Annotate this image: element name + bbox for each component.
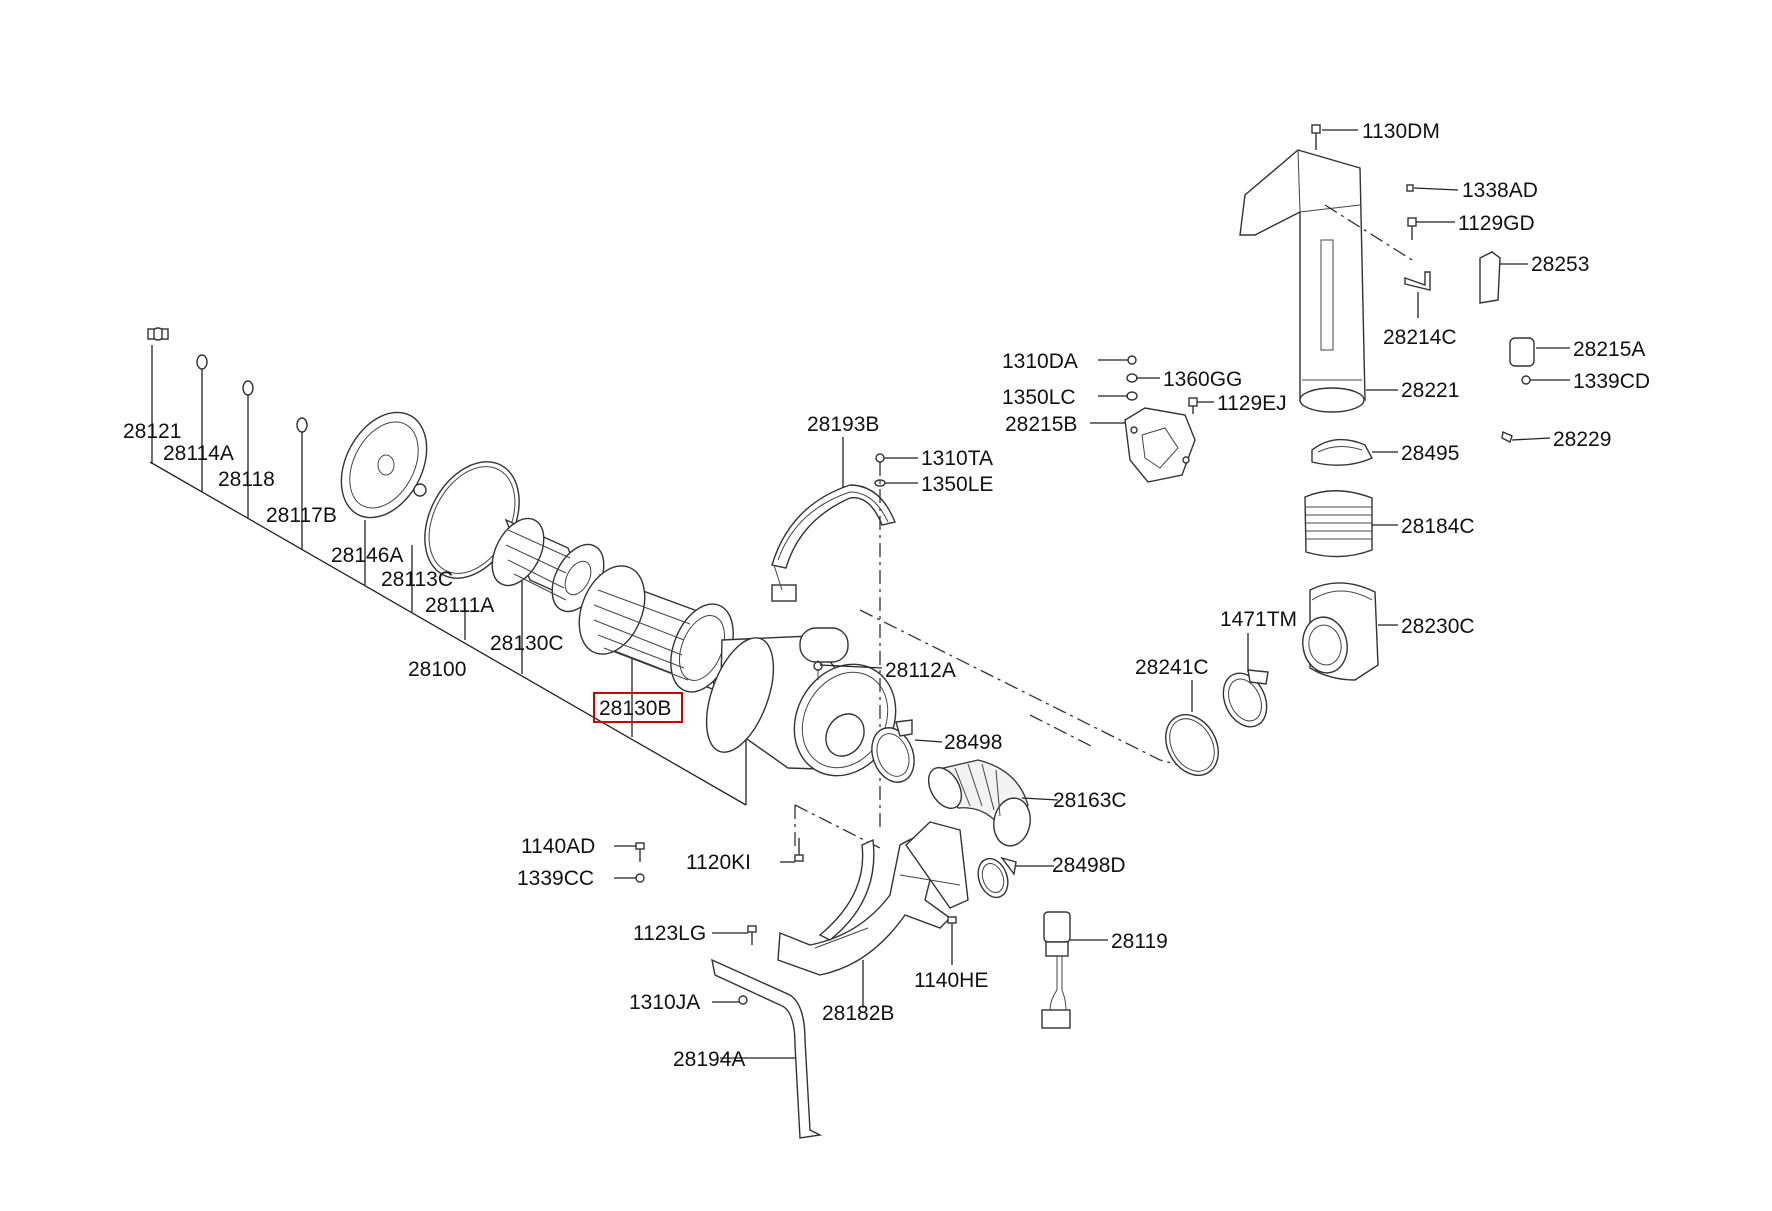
label-1120KI: 1120KI [686, 851, 751, 874]
label-28184C: 28184C [1401, 515, 1475, 538]
label-28253: 28253 [1531, 253, 1589, 276]
strap-part [771, 437, 896, 602]
label-28229: 28229 [1553, 428, 1611, 451]
label-28498: 28498 [944, 731, 1002, 754]
cover-plate-part [1090, 407, 1196, 483]
label-1130DM: 1130DM [1362, 120, 1440, 143]
bolt-part [780, 838, 804, 863]
label-28114A: 28114A [163, 442, 234, 465]
label-28100: 28100 [408, 658, 466, 681]
washer-part [1126, 391, 1138, 401]
label-1360GG: 1360GG [1163, 368, 1242, 391]
air-cleaner-group [147, 327, 897, 806]
hose-clamp-part [1222, 633, 1269, 728]
label-1129EJ: 1129EJ [1217, 392, 1287, 415]
bellows-part [1304, 490, 1398, 558]
label-1310DA: 1310DA [1002, 350, 1078, 373]
label-28215B: 28215B [1005, 413, 1077, 436]
label-28194A: 28194A [673, 1048, 745, 1071]
wing-nut-part [147, 327, 169, 341]
intake-hose-part [927, 759, 1059, 847]
bracket-part [1479, 251, 1528, 304]
label-28221: 28221 [1401, 379, 1459, 402]
bolt-part [1188, 397, 1214, 414]
seal-part [242, 380, 254, 396]
label-28121: 28121 [123, 420, 181, 443]
label-1140AD: 1140AD [521, 835, 595, 858]
bolt-part [1407, 217, 1455, 240]
label-28112A: 28112A [885, 659, 956, 682]
label-1339CC: 1339CC [517, 867, 594, 890]
label-1338AD: 1338AD [1462, 179, 1538, 202]
label-1140HE: 1140HE [914, 969, 988, 992]
washer-part [196, 354, 208, 370]
nut-part [712, 995, 748, 1005]
label-28495: 28495 [1401, 442, 1459, 465]
label-28146A: 28146A [331, 544, 403, 567]
center-group [614, 437, 1181, 1139]
bolt-part [712, 925, 757, 945]
cleaner-housing-part [705, 627, 897, 777]
bolt-part [947, 916, 957, 965]
elbow-part [1302, 582, 1398, 681]
label-1310TA: 1310TA [921, 447, 993, 470]
label-28118: 28118 [218, 468, 275, 491]
callout-labels: 1130DM 1338AD 1129GD 28253 28214C 28215A… [123, 120, 1650, 1071]
label-28130C: 28130C [490, 632, 564, 655]
cleaner-cover-part [340, 411, 428, 519]
label-28113C: 28113C [381, 568, 453, 591]
gasket-part [1311, 438, 1398, 466]
label-1310JA: 1310JA [629, 991, 700, 1014]
outer-filter-part [578, 565, 734, 693]
nut-part [875, 453, 885, 463]
label-28241C: 28241C [1135, 656, 1209, 679]
label-28119: 28119 [1111, 930, 1168, 953]
label-1339CD: 1339CD [1573, 370, 1650, 393]
pin-part [813, 661, 883, 671]
label-28193B: 28193B [807, 413, 879, 436]
mount-bracket-part [777, 821, 969, 1008]
label-28182B: 28182B [822, 1002, 894, 1025]
label-28215A: 28215A [1573, 338, 1645, 361]
o-ring-part [1165, 680, 1219, 776]
nut-part [1127, 355, 1137, 365]
label-1129GD: 1129GD [1458, 212, 1535, 235]
label-28230C: 28230C [1401, 615, 1475, 638]
bolt-part [614, 842, 645, 862]
screw-part [1406, 184, 1459, 192]
label-1350LC: 1350LC [1002, 386, 1076, 409]
highlight-box [593, 692, 683, 723]
snorkel-group [1090, 124, 1570, 776]
label-28111A: 28111A [425, 594, 494, 617]
bracket-part [1404, 271, 1431, 318]
label-28117B: 28117B [266, 504, 337, 527]
mount-part [1509, 337, 1570, 367]
inner-filter-part [491, 517, 605, 613]
gasket-part [296, 417, 308, 433]
sensor-part [1041, 911, 1108, 1029]
screw-part [1501, 430, 1551, 443]
label-28163C: 28163C [1053, 789, 1127, 812]
hose-clamp-part [977, 856, 1054, 899]
hose-clamp-part [871, 719, 943, 783]
support-bar-part [711, 958, 823, 1139]
bolt-part [1311, 124, 1358, 150]
label-28214C: 28214C [1383, 326, 1457, 349]
nut-part [614, 873, 645, 883]
label-1471TM: 1471TM [1220, 608, 1297, 631]
snorkel-part [1239, 149, 1398, 413]
label-1123LG: 1123LG [633, 922, 706, 945]
label-28498D: 28498D [1052, 854, 1126, 877]
washer-part [1126, 373, 1138, 383]
label-28130B: 28130B [599, 697, 671, 720]
nut-part [1521, 375, 1570, 385]
label-1350LE: 1350LE [921, 473, 993, 496]
